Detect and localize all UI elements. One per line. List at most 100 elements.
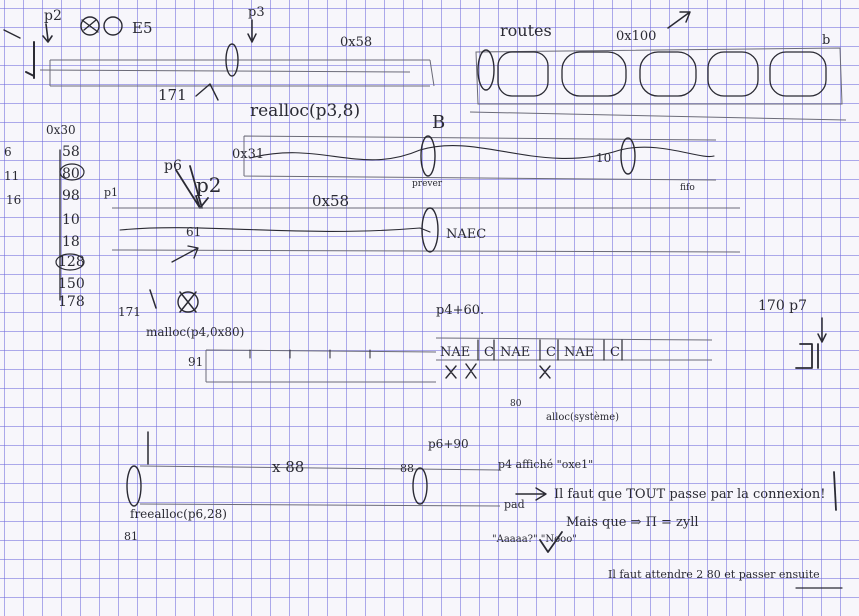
size-header: 0x30	[46, 123, 76, 137]
addr-label: 0x58	[312, 192, 349, 210]
arrow-icon	[667, 11, 691, 29]
number-label: 171	[158, 86, 187, 104]
chunk-oval	[477, 49, 495, 91]
arrow-mark	[195, 83, 219, 101]
freealloc-call: freealloc(p6,28)	[130, 507, 227, 521]
list-item: 150	[58, 276, 85, 292]
memory-row-top	[49, 59, 435, 87]
wave-line	[249, 145, 715, 161]
route-slot	[707, 51, 759, 97]
route-slot	[561, 51, 627, 97]
prever-label: prever	[412, 179, 443, 189]
bin-marker	[25, 41, 35, 79]
naec-cell: NAE	[440, 345, 470, 360]
memory-row	[243, 135, 717, 181]
b-label: b	[822, 33, 830, 48]
malloc-call: malloc(p4,0x80)	[146, 325, 244, 339]
scribble-circle	[177, 291, 199, 313]
nan-note: "Aaaaa?" "Nooo"	[492, 534, 577, 545]
route-slot	[497, 51, 549, 97]
list-item: 10	[62, 212, 80, 228]
tout-note: Il faut que TOUT passe par la connexion!	[554, 487, 825, 502]
p2-arrow-label: p2	[196, 173, 222, 197]
chunk-label: 61	[186, 225, 201, 239]
memory-row	[435, 337, 713, 361]
B-label: B	[432, 112, 445, 133]
memory-line	[469, 111, 847, 121]
bin-marker	[795, 343, 819, 369]
chunk-oval	[225, 43, 239, 77]
memory-line	[39, 69, 411, 73]
naec-cell: C	[484, 345, 494, 360]
scribble-circle	[103, 16, 123, 36]
pad-note: pad	[504, 498, 525, 511]
arrow-icon	[515, 487, 547, 501]
list-item: 178	[58, 294, 85, 310]
chunk-label: 91	[188, 355, 203, 369]
exclaim-mark	[833, 471, 837, 511]
wave-line	[119, 227, 431, 233]
route-slot	[639, 51, 697, 97]
memory-row	[205, 349, 437, 383]
naec-label: NAEC	[446, 227, 486, 242]
p4-label: p4+60.	[436, 303, 484, 318]
crossout-mark	[81, 19, 99, 33]
p1-label: p1	[104, 186, 118, 199]
arrow-icon	[175, 165, 209, 209]
list-item: 98	[62, 188, 80, 204]
chunk-label: 81	[124, 530, 138, 543]
p2-label: p2	[44, 8, 62, 24]
addr-label: 0x58	[340, 35, 372, 50]
crossout-mark	[445, 363, 551, 379]
tick-marks	[249, 349, 371, 359]
number-label: 88	[400, 462, 414, 475]
arrow-mark	[3, 29, 21, 39]
affiche-note: p4 affiché "oxe1"	[498, 458, 593, 471]
list-item: 80	[62, 166, 80, 182]
list-item: 18	[62, 234, 80, 250]
arrow-icon	[171, 245, 199, 263]
naec-sequence: NAE C NAE C NAE C	[440, 345, 620, 360]
naec-cell: C	[610, 345, 620, 360]
cell-dividers	[477, 339, 623, 361]
chunk-oval	[420, 135, 436, 177]
p6-label: p6+90	[428, 437, 469, 451]
routes-label: routes	[500, 21, 552, 40]
memory-row	[111, 207, 741, 253]
corner-label: E5	[132, 19, 153, 37]
naec-cell: C	[546, 345, 556, 360]
bottom-note: Il faut attendre 2 80 et passer ensuite	[608, 568, 820, 581]
scribble-circle	[80, 16, 100, 36]
naec-cell: NAE	[500, 345, 530, 360]
number-label: 80	[510, 399, 522, 409]
route-slot	[769, 51, 827, 97]
list-index: 6	[4, 145, 12, 159]
p6-label: p6	[164, 158, 182, 174]
routes-box	[475, 47, 843, 105]
down-arrow-icon	[42, 23, 53, 43]
chunk-oval	[620, 137, 636, 175]
chunk-oval	[421, 207, 439, 253]
fifo-label: fifo	[680, 183, 695, 193]
realloc-call: realloc(p3,8)	[250, 101, 360, 121]
mais-note: Mais que ⇒ Π = zyll	[566, 515, 699, 530]
list-index: 16	[6, 193, 21, 207]
naec-cell: NAE	[564, 345, 594, 360]
addr-label: 0x100	[616, 29, 656, 44]
crossout-mark	[149, 289, 197, 313]
x88-label: x 88	[272, 458, 304, 476]
memory-row	[139, 465, 501, 507]
number-label: 10	[596, 151, 611, 165]
alloc-note: alloc(système)	[546, 412, 619, 423]
list-item: 128	[58, 254, 85, 270]
check-icon	[539, 531, 563, 553]
down-arrow-icon	[817, 317, 827, 343]
size-list: 58 80 98 10 18 128 150 178	[58, 144, 85, 310]
p3-label: p3	[248, 5, 265, 20]
scribble-circle	[55, 253, 85, 271]
p7-label: 170 p7	[758, 298, 807, 314]
down-arrow-icon	[247, 19, 257, 43]
list-index: 11	[4, 169, 19, 183]
chunk-oval	[126, 465, 142, 507]
